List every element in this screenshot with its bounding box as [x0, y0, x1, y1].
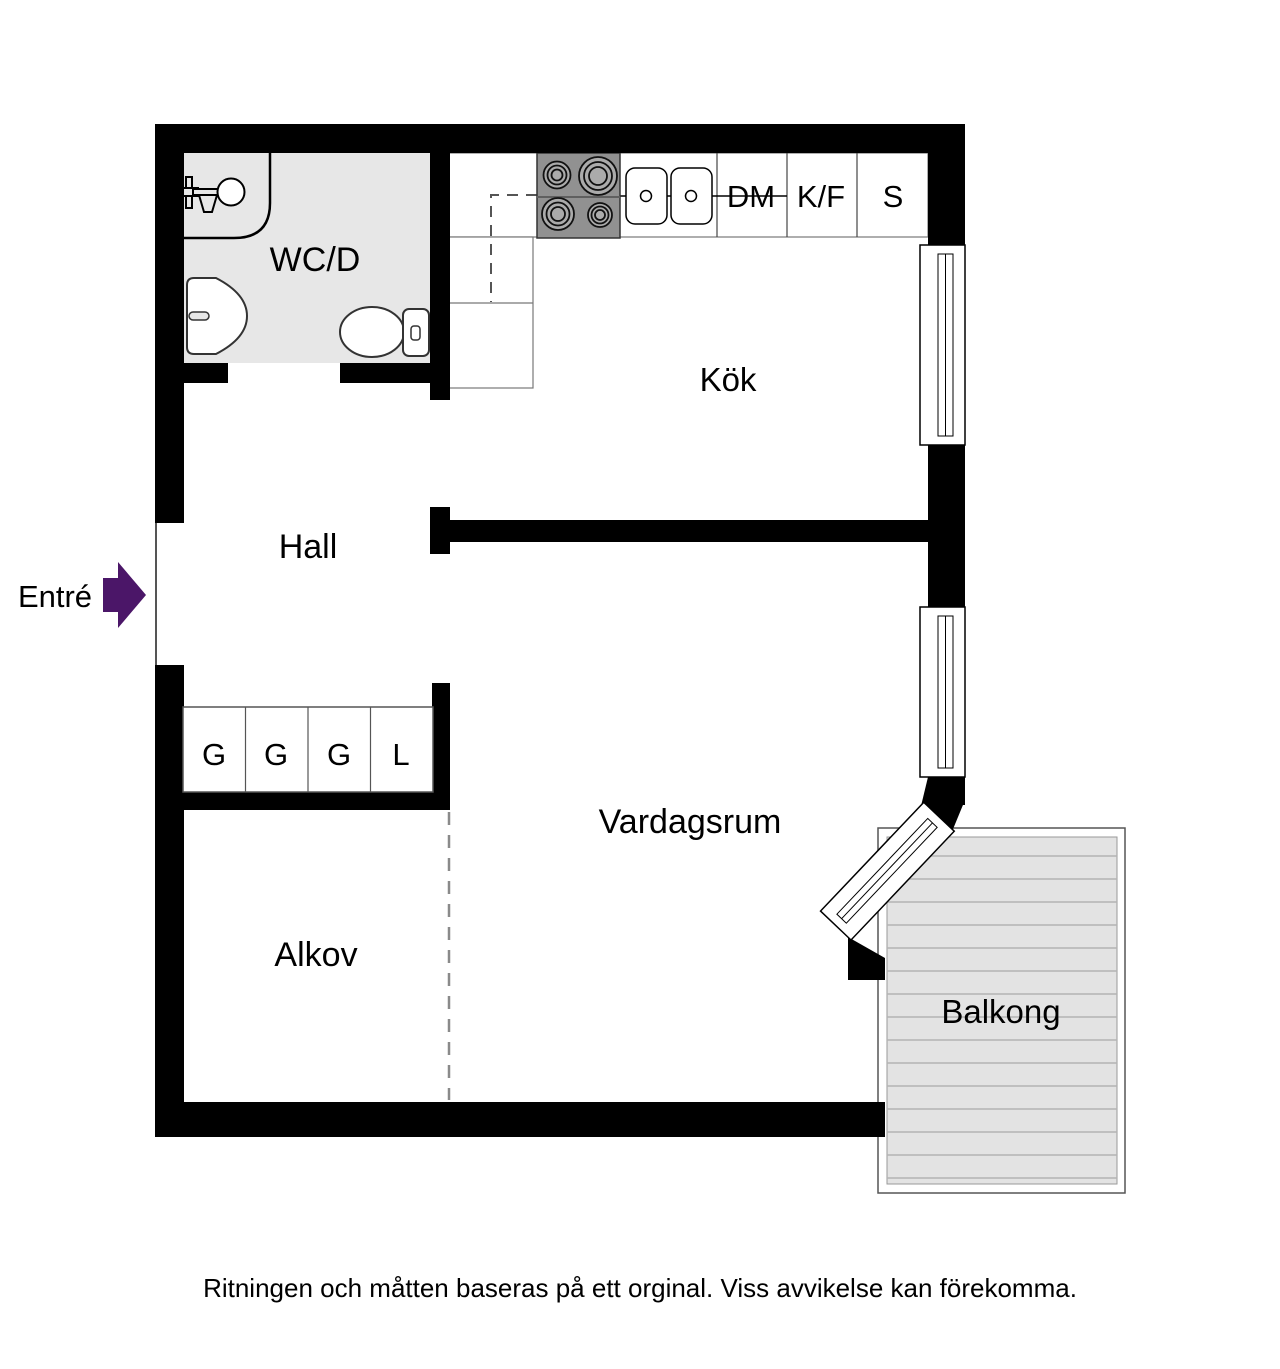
kitchen-label: Kök: [700, 361, 757, 398]
wall-wcd-bottom-right: [340, 363, 430, 383]
stove-icon: [536, 152, 621, 239]
closet-label: G: [327, 737, 351, 772]
faucet-icon: [180, 176, 246, 213]
walls: [155, 124, 965, 1137]
wall-right-top: [928, 124, 965, 245]
wall-right-mid: [928, 445, 965, 607]
kitchen-window: [919, 244, 966, 446]
balcony-label: Balkong: [941, 993, 1060, 1030]
entry-label: Entré: [18, 579, 92, 614]
hall-label: Hall: [279, 528, 338, 566]
caption-text: Ritningen och måtten baseras på ett orgi…: [203, 1273, 1077, 1303]
sink-icon: [625, 167, 713, 225]
alcove-label: Alkov: [274, 936, 357, 974]
wall-diagonal-lower: [848, 937, 885, 980]
wall-wcd-right: [430, 153, 450, 400]
wall-left-upper: [155, 124, 184, 523]
kitchen-room: [447, 152, 929, 389]
wall-wcd-bottom-left: [184, 363, 228, 383]
balcony-door-window: [819, 801, 956, 942]
wall-top: [155, 124, 965, 153]
wall-diagonal-upper: [921, 777, 965, 834]
livingroom-label: Vardagsrum: [599, 803, 782, 841]
wall-kitchen-living-divider: [450, 520, 928, 542]
kitchen-counter-column: [447, 236, 534, 389]
wcd-room: [180, 153, 430, 363]
basin-icon: [186, 277, 249, 355]
wall-closet-bottom: [155, 792, 450, 810]
wall-bottom: [155, 1102, 885, 1137]
wall-divider-cap: [430, 507, 450, 554]
closet-label: L: [392, 737, 409, 772]
balcony: [877, 827, 1126, 1194]
cabinet-label: S: [883, 179, 904, 214]
wall-left-lower: [155, 665, 184, 1137]
livingroom-window: [919, 606, 966, 778]
toilet-icon: [339, 306, 430, 358]
wcd-label: WC/D: [270, 241, 361, 279]
wall-closet-stub: [432, 683, 450, 792]
closet-row: G G G L: [182, 706, 434, 793]
wcd-counter-outline: [184, 153, 272, 240]
balcony-deck-stripes: [887, 855, 1117, 1179]
balcony-deck: [886, 836, 1118, 1185]
closet-label: G: [264, 737, 288, 772]
entry-arrow-icon: [103, 562, 146, 628]
fridge-freezer-label: K/F: [797, 179, 845, 214]
kitchen-dashed-cabinet: [490, 194, 537, 302]
dishwasher-label: DM: [727, 179, 775, 214]
closet-label: G: [202, 737, 226, 772]
